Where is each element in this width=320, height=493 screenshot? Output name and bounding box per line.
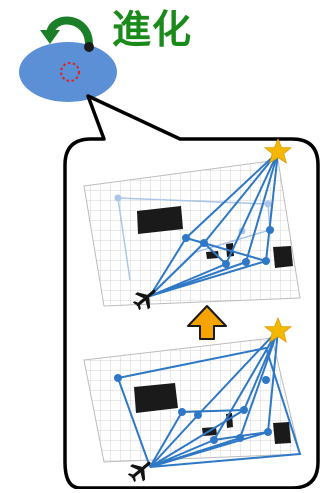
dotted-target-circle	[60, 62, 80, 82]
initial-route-panel	[83, 316, 302, 483]
individual-blob	[19, 42, 117, 102]
evolution-title: 進化	[112, 8, 193, 53]
curved-arrow-icon	[40, 16, 94, 52]
obstacle-right	[273, 422, 291, 444]
evolved-route-waypoints	[182, 226, 274, 268]
up-arrow-icon	[187, 305, 227, 340]
obstacle-right	[273, 246, 293, 268]
obstacle-large	[134, 383, 178, 413]
airplane-icon	[132, 289, 156, 311]
evolved-route-lines	[149, 151, 279, 297]
obstacle-large	[137, 206, 183, 234]
initial-route-lines	[116, 329, 302, 468]
star-icon	[263, 316, 293, 343]
airplane-icon	[127, 461, 151, 483]
star-icon	[263, 137, 293, 164]
evolved-route-panel	[83, 137, 301, 311]
initial-route-waypoints	[114, 374, 272, 444]
